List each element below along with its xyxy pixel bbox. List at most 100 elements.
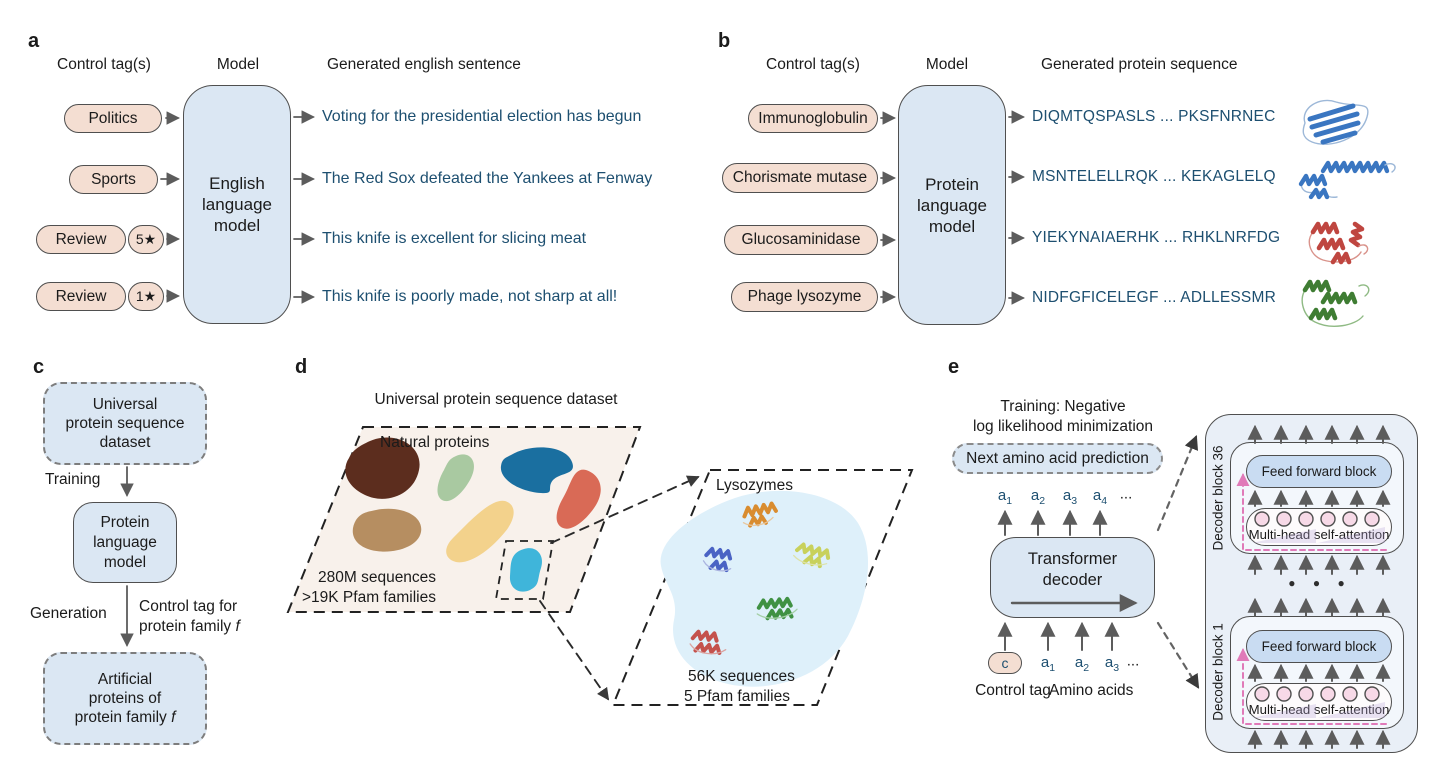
model-box-line: language: [917, 195, 987, 215]
multi-head-attention-1: Multi-head self-attention: [1246, 683, 1392, 721]
blob-teal: [500, 447, 573, 494]
tag-pill-glucosaminidase: Glucosaminidase: [724, 225, 878, 255]
output-ellipsis: ...: [1119, 485, 1133, 503]
panel-b-label: b: [718, 30, 731, 52]
subset-stats-line2: 5 Pfam families: [684, 688, 790, 705]
lysozymes-blob: [660, 490, 869, 687]
multi-head-attention-36: Multi-head self-attention: [1246, 508, 1392, 546]
model-box-line: English: [209, 174, 265, 193]
decoder-box-line: decoder: [1042, 570, 1103, 589]
panel-b-header-tags: Control tag(s): [766, 56, 860, 73]
natural-proteins-label: Natural proteins: [380, 434, 490, 451]
panel-e-dashed-connectors: [1156, 435, 1200, 689]
star-rating-label: 5★: [135, 231, 157, 247]
control-token-pill: c: [988, 652, 1022, 674]
tag-pill-chorismate-mutase: Chorismate mutase: [722, 163, 878, 193]
feed-forward-block-36: Feed forward block: [1246, 455, 1392, 488]
panel-a-header-model: Model: [216, 56, 260, 73]
control-tag-annotation-line2: protein family f: [139, 618, 240, 635]
output-token-a4: a4: [1092, 487, 1108, 507]
chorismate-mutase-structure-image: [1298, 160, 1396, 200]
subset-stats-line1: 56K sequences: [688, 668, 795, 685]
tag-label: Review: [55, 287, 107, 305]
tag-pill-review-1: Review: [36, 282, 126, 311]
lysozyme-mini-yellow: [792, 542, 831, 569]
universal-dataset-box: Universal protein sequence dataset: [43, 382, 207, 465]
tag-label: Chorismate mutase: [732, 169, 868, 186]
family-symbol: f: [235, 618, 240, 635]
input-ellipsis: ...: [1126, 652, 1140, 670]
star-rating-label: 1★: [135, 288, 157, 304]
box-line: protein family f: [74, 709, 176, 726]
dataset-title: Universal protein sequence dataset: [374, 391, 618, 408]
tag-label: Glucosaminidase: [741, 231, 861, 248]
tag-pill-immunoglobulin: Immunoglobulin: [748, 104, 878, 133]
family-symbol: f: [171, 709, 176, 726]
generation-label: Generation: [30, 605, 107, 622]
panel-a-header-output: Generated english sentence: [327, 56, 521, 73]
artificial-proteins-box: Artificial proteins of protein family f: [43, 652, 207, 745]
generated-sentence: The Red Sox defeated the Yankees at Fenw…: [322, 170, 653, 187]
tag-label: Sports: [91, 170, 136, 188]
model-box-line: model: [213, 216, 261, 235]
lysozyme-mini-blue: [702, 546, 733, 573]
lysozyme-mini-red: [689, 629, 727, 656]
blob-salmon: [556, 469, 601, 529]
input-token-a3: a3: [1104, 654, 1120, 674]
output-token-a2: a2: [1030, 487, 1046, 507]
output-token-a3: a3: [1062, 487, 1078, 507]
tag-label: Politics: [88, 109, 138, 127]
box-line: Protein: [100, 513, 150, 531]
lysozyme-mini-orange: [742, 501, 778, 528]
training-label: Training: [45, 471, 101, 488]
panel-a-label: a: [28, 30, 40, 52]
protein-language-model-box-small: Protein language model: [73, 502, 177, 583]
input-token-a1: a1: [1040, 654, 1056, 674]
blob-tan: [352, 508, 422, 552]
decoder-block-36-label: Decoder block 36: [1210, 445, 1226, 551]
blob-cyan: [509, 548, 543, 592]
box-line: model: [103, 553, 147, 571]
input-token-a2: a2: [1074, 654, 1090, 674]
panel-b-header-model: Model: [925, 56, 969, 73]
panel-d-zoom-connectors: [539, 475, 700, 701]
subset-selection-box: [494, 540, 555, 600]
dataset-stats-line2: >19K Pfam families: [302, 589, 436, 606]
tag-label: Phage lysozyme: [747, 288, 862, 305]
panel-a-header-tags: Control tag(s): [57, 56, 151, 73]
generated-sequence: NIDFGFICELEGF ... ADLLESSMR: [1032, 289, 1276, 306]
lysozymes-label: Lysozymes: [716, 477, 793, 494]
tag-label: Review: [55, 230, 107, 248]
control-tag-label: Control tag: [975, 682, 1051, 699]
feed-forward-block-1: Feed forward block: [1246, 630, 1392, 663]
protein-language-model-box: Protein language model: [898, 85, 1006, 325]
panel-c-label: c: [33, 356, 45, 378]
blob-cream: [446, 500, 514, 563]
panel-e-label: e: [948, 356, 960, 378]
training-objective-line2: log likelihood minimization: [972, 418, 1154, 435]
glucosaminidase-structure-image: [1308, 221, 1369, 265]
lysozyme-mini-green: [756, 596, 798, 621]
dataset-stats-line1: 280M sequences: [318, 569, 437, 586]
decoder-block-1-label: Decoder block 1: [1210, 623, 1226, 721]
phage-lysozyme-structure-image: [1301, 279, 1370, 327]
model-box-line: model: [928, 216, 976, 236]
tag-pill-sports: Sports: [69, 165, 158, 194]
generated-sentence: Voting for the presidential election has…: [322, 108, 642, 125]
transformer-decoder-box: Transformer decoder: [990, 537, 1155, 618]
panel-b-header-output: Generated protein sequence: [1041, 56, 1238, 73]
model-box-line: language: [202, 195, 272, 214]
control-tag-annotation-line1: Control tag for: [139, 598, 238, 615]
tag-pill-phage-lysozyme: Phage lysozyme: [731, 282, 878, 312]
generated-sequence: MSNTELELLRQK ... KEKAGLELQ: [1032, 168, 1276, 185]
tag-pill-politics: Politics: [64, 104, 162, 133]
box-line: protein sequence: [65, 415, 185, 432]
box-line: Universal: [92, 396, 158, 413]
generated-sentence: This knife is excellent for slicing meat: [322, 230, 587, 247]
panel-d-label: d: [295, 356, 308, 378]
model-box-line: Protein: [925, 174, 979, 194]
decoder-box-line: Transformer: [1027, 549, 1118, 568]
english-language-model-box: English language model: [183, 85, 291, 324]
output-token-a1: a1: [997, 487, 1013, 507]
